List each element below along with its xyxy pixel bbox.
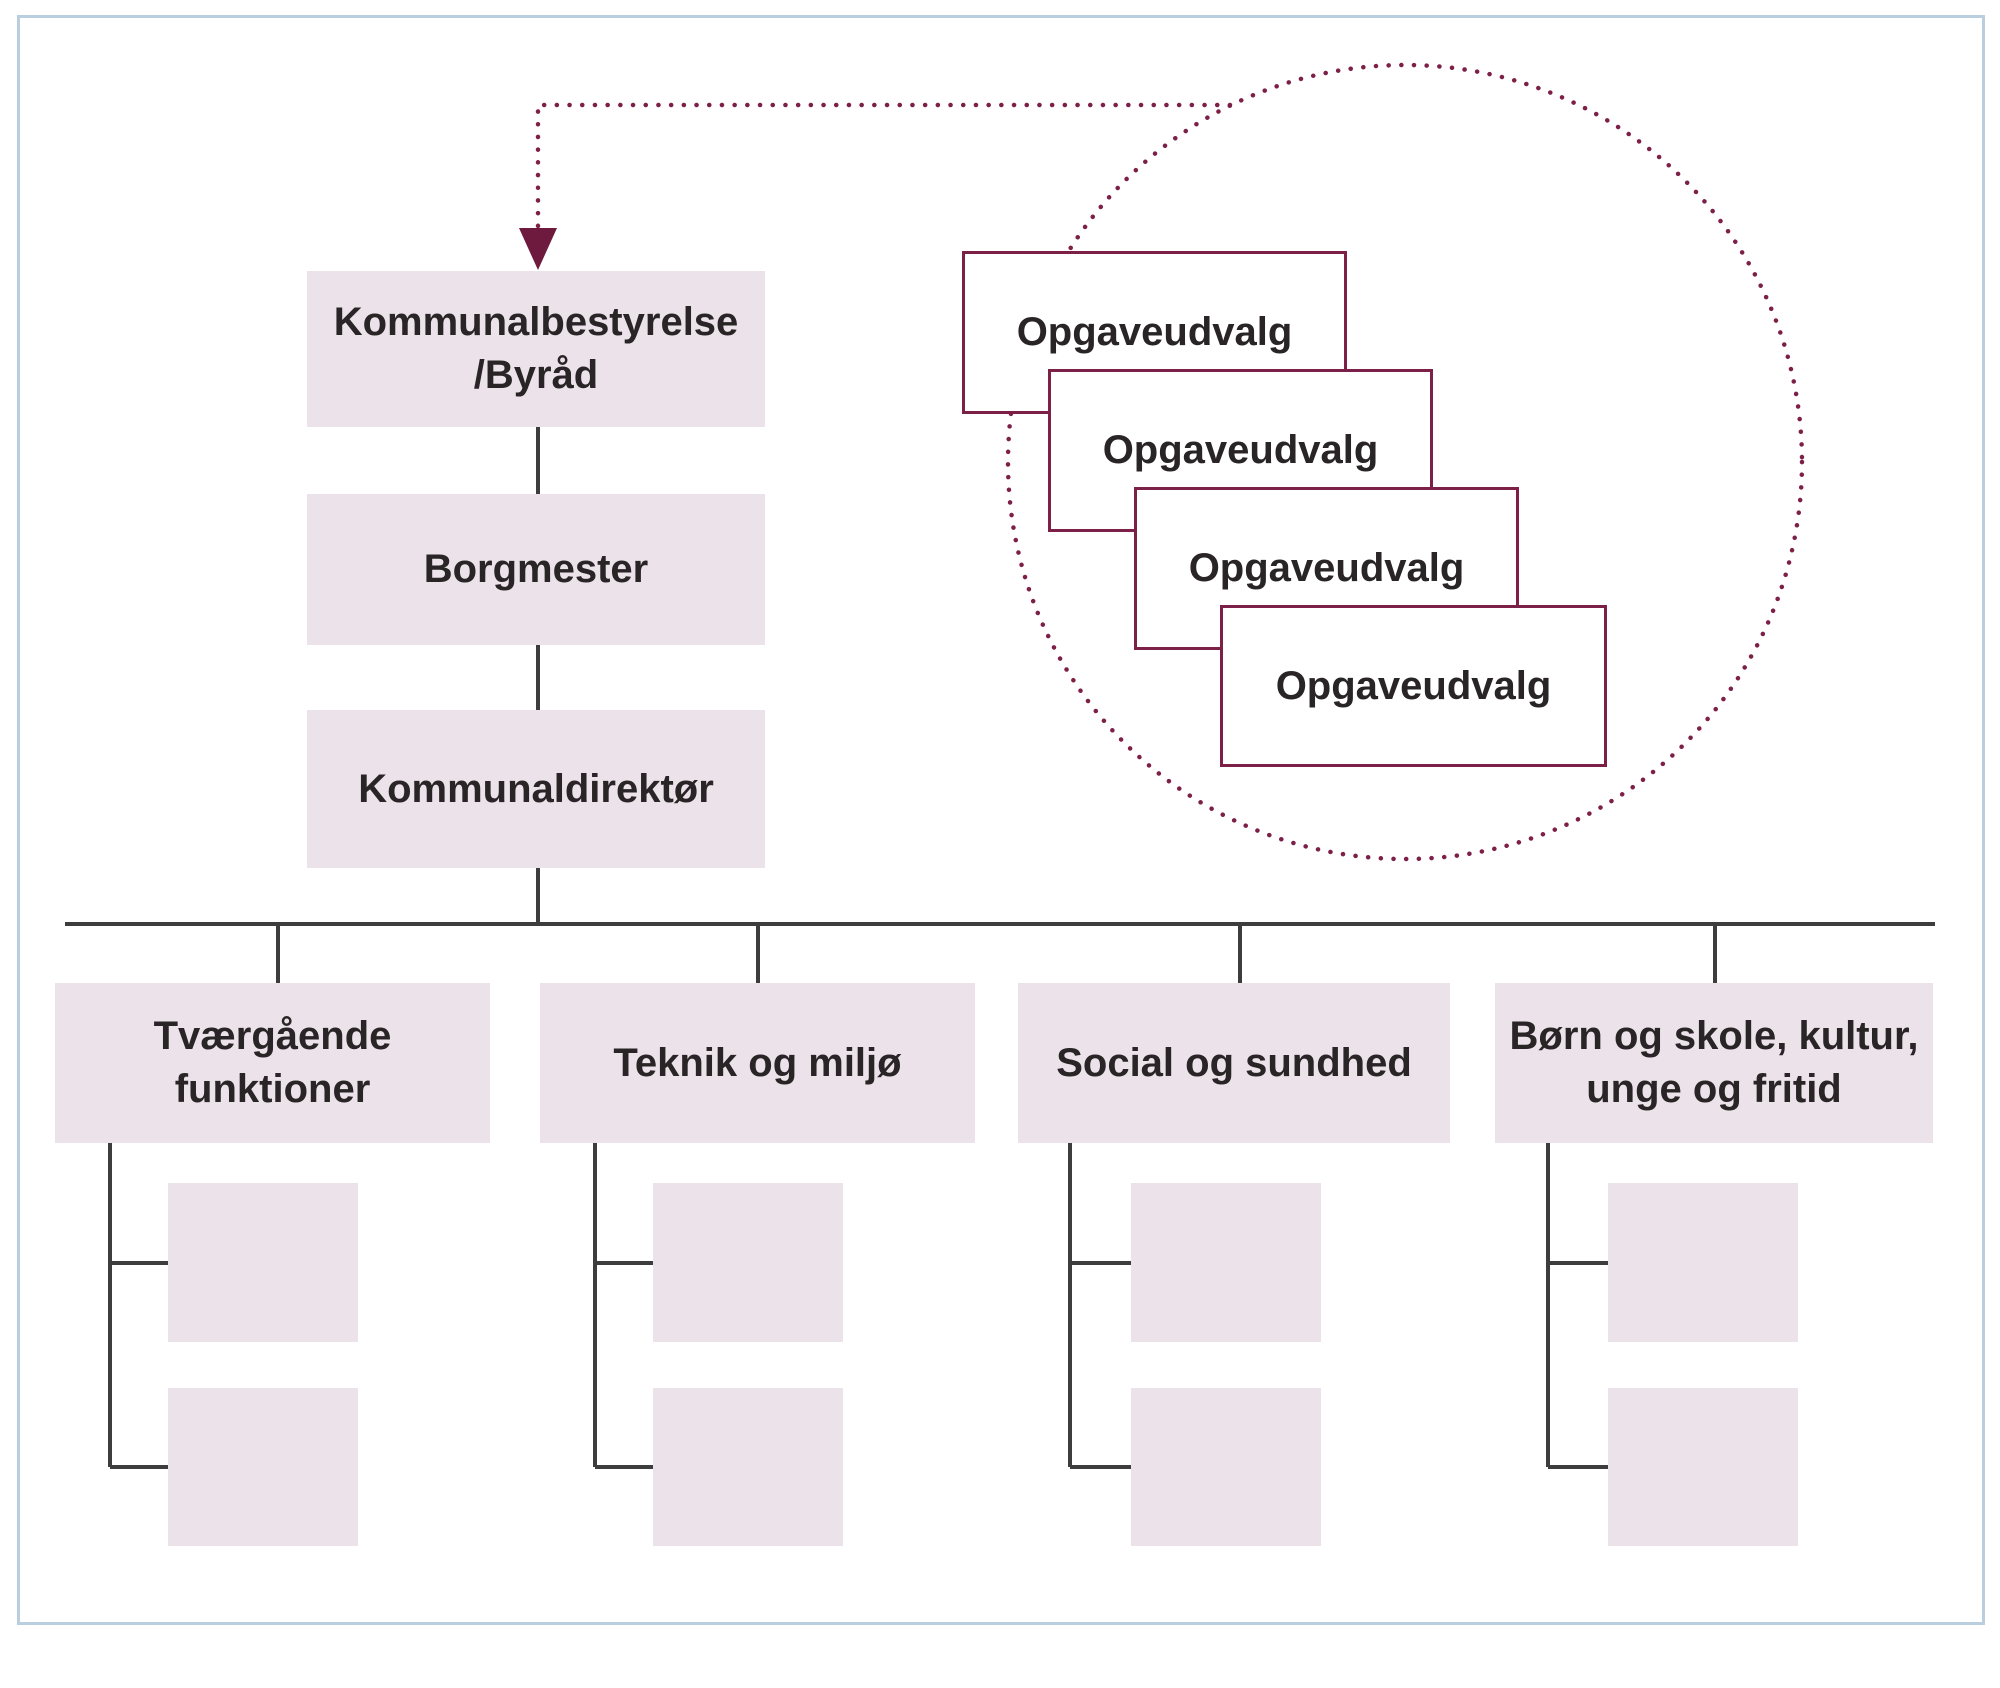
borgmester-box: Borgmester	[307, 494, 765, 645]
bracket-group-1	[108, 1143, 168, 1469]
dept-tvaergaaende-label-line1: Tværgående	[153, 1014, 392, 1059]
opgaveudvalg-label-2: Opgaveudvalg	[1102, 428, 1379, 473]
subunit-box-1b	[168, 1388, 358, 1546]
dept-boern-box: Børn og skole, kultur, unge og fritid	[1495, 983, 1933, 1143]
dept-tvaergaaende-label-line2: funktioner	[174, 1067, 371, 1111]
dept-teknik-label: Teknik og miljø	[613, 1040, 902, 1085]
dept-social-label: Social og sundhed	[1056, 1040, 1412, 1085]
kommunaldirektor-box: Kommunaldirektør	[307, 710, 765, 868]
kommunalbestyrelse-box: Kommunalbestyrelse /Byråd	[307, 271, 765, 427]
dept-tvaergaaende-box: Tværgående funktioner	[55, 983, 490, 1143]
subunit-box-2b	[653, 1388, 843, 1546]
subunit-box-4b	[1608, 1388, 1798, 1546]
subunit-box-1a	[168, 1183, 358, 1342]
dotted-arrow-path	[535, 102, 1233, 229]
dept-boern-label-line2: unge og fritid	[1586, 1067, 1842, 1111]
kommunalbestyrelse-label-line2: /Byråd	[473, 353, 599, 397]
arrowhead-icon	[519, 228, 557, 270]
kommunalbestyrelse-label-line1: Kommunalbestyrelse	[333, 300, 739, 345]
opgaveudvalg-label-3: Opgaveudvalg	[1188, 546, 1465, 591]
dept-boern-label-line1: Børn og skole, kultur,	[1509, 1014, 1919, 1059]
bracket-group-2	[593, 1143, 653, 1469]
opgaveudvalg-box-4: Opgaveudvalg	[1220, 605, 1607, 767]
borgmester-label: Borgmester	[423, 547, 649, 592]
kommunaldirektor-label: Kommunaldirektør	[358, 766, 714, 811]
subunit-box-2a	[653, 1183, 843, 1342]
dept-teknik-box: Teknik og miljø	[540, 983, 975, 1143]
dotted-circle	[1005, 62, 1805, 862]
opgaveudvalg-label-1: Opgaveudvalg	[1016, 310, 1293, 355]
subunit-box-4a	[1608, 1183, 1798, 1342]
subunit-box-3b	[1131, 1388, 1321, 1546]
bracket-group-3	[1068, 1143, 1131, 1469]
bracket-group-4	[1546, 1143, 1608, 1469]
subunit-box-3a	[1131, 1183, 1321, 1342]
dept-social-box: Social og sundhed	[1018, 983, 1450, 1143]
opgaveudvalg-label-4: Opgaveudvalg	[1275, 663, 1552, 708]
